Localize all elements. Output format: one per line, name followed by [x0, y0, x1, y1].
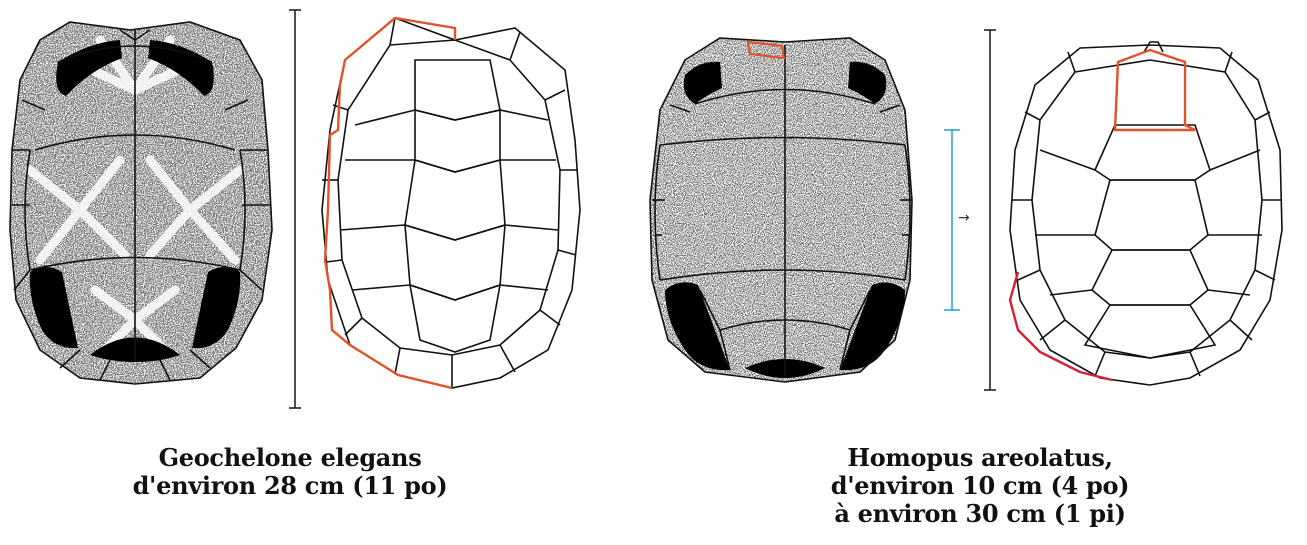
caption-homopus-size-max: à environ 30 cm (1 pi): [790, 500, 1170, 528]
caption-geochelone: Geochelone elegans d'environ 28 cm (11 p…: [100, 444, 480, 500]
scale-bar-geochelone: [289, 10, 301, 408]
caption-geochelone-name: Geochelone elegans: [100, 444, 480, 472]
homopus-outline-shell: [1010, 42, 1282, 385]
scale-bar-homopus: [984, 30, 996, 390]
homopus-vertebral-highlight: [1115, 50, 1195, 130]
geochelone-outline-shell: [322, 18, 580, 388]
geochelone-patterned-shell: [0, 0, 290, 400]
homopus-speckled-shell: [640, 30, 930, 390]
caption-homopus-name: Homopus areolatus,: [790, 444, 1170, 472]
caption-geochelone-size: d'environ 28 cm (11 po): [100, 472, 480, 500]
geochelone-marginal-highlight: [325, 18, 455, 388]
arrow-glyph: →: [958, 210, 970, 226]
caption-homopus-size-min: d'environ 10 cm (4 po): [790, 472, 1170, 500]
caption-homopus: Homopus areolatus, d'environ 10 cm (4 po…: [790, 444, 1170, 528]
